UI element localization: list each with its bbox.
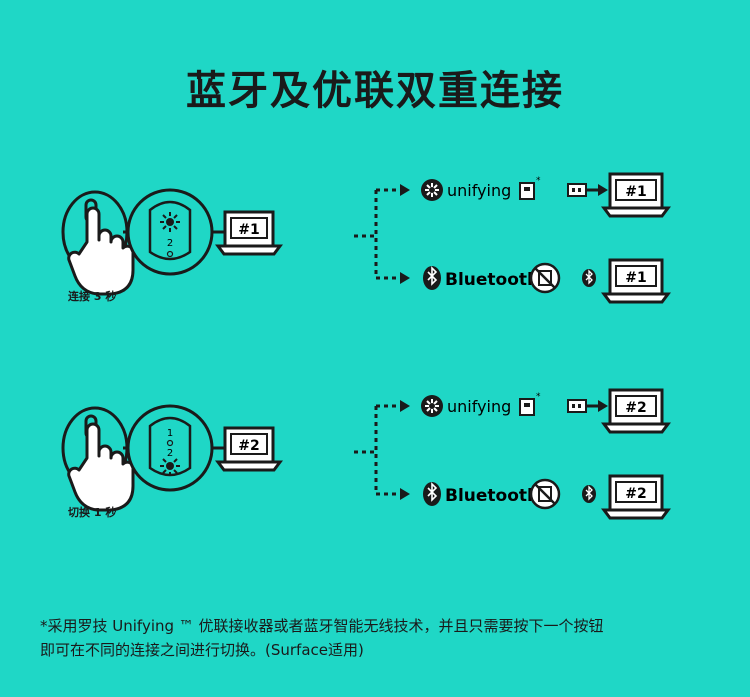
led-burst-icon	[160, 458, 180, 476]
led-number: 1	[167, 428, 173, 439]
hold-duration-caption: 连接 3 秒	[68, 290, 117, 303]
footnote-line: 即可在不同的连接之间进行切换。(Surface适用)	[40, 641, 364, 659]
bluetooth-label: Bluetooth	[445, 270, 539, 290]
laptop-icon: #1	[601, 258, 671, 304]
branch-arrows	[354, 188, 400, 280]
laptop-icon: #2	[215, 426, 283, 472]
target-computer-number: #1	[625, 184, 646, 200]
computer-number: #1	[238, 222, 259, 238]
laptop-icon: #2	[601, 388, 671, 434]
bluetooth-icon	[582, 269, 596, 287]
bluetooth-icon	[582, 485, 596, 503]
mouse-bottom-zoom: 1 2	[126, 404, 224, 492]
bluetooth-logo: Bluetooth	[423, 266, 539, 290]
hand-press-icon	[67, 422, 135, 512]
unifying-logo: unifying	[421, 179, 511, 201]
bluetooth-logo: Bluetooth	[423, 482, 539, 506]
receiver-icon: *	[519, 392, 541, 416]
receiver-icon: *	[519, 176, 541, 200]
footnote-line: *采用罗技 Unifying ™ 优联接收器或者蓝牙智能无线技术，并且只需要按下…	[40, 617, 604, 635]
laptop-icon: #1	[601, 172, 671, 218]
section-connect: 2 #1 unifying	[0, 170, 750, 360]
usb-receiver-icon	[567, 183, 608, 197]
branch-arrows	[354, 404, 400, 496]
unifying-label: unifying	[447, 397, 511, 416]
bluetooth-label: Bluetooth	[445, 486, 539, 506]
usb-receiver-icon	[567, 399, 608, 413]
mouse-bottom-zoom: 2	[126, 188, 224, 276]
led-burst-icon	[160, 212, 180, 232]
hold-duration-caption: 切换 1 秒	[68, 506, 117, 519]
unifying-logo: unifying	[421, 395, 511, 417]
no-receiver-icon	[529, 262, 561, 294]
target-computer-number: #2	[625, 486, 646, 502]
unifying-label: unifying	[447, 181, 511, 200]
section-switch: 1 2 #2	[0, 386, 750, 576]
section-switch-diagram: 1 2 #2	[61, 388, 671, 520]
led-number: 2	[167, 448, 173, 459]
computer-number: #2	[238, 438, 259, 454]
hand-press-icon	[67, 206, 135, 296]
target-computer-number: #2	[625, 400, 646, 416]
laptop-icon: #1	[215, 210, 283, 256]
footnote: *采用罗技 Unifying ™ 优联接收器或者蓝牙智能无线技术，并且只需要按下…	[40, 614, 720, 662]
svg-text:*: *	[536, 176, 541, 186]
no-receiver-icon	[529, 478, 561, 510]
page-title: 蓝牙及优联双重连接	[186, 68, 564, 114]
led-number: 2	[167, 238, 173, 249]
target-computer-number: #1	[625, 270, 646, 286]
svg-text:*: *	[536, 392, 541, 402]
section-connect-diagram: 2 #1 unifying	[61, 172, 671, 304]
laptop-icon: #2	[601, 474, 671, 520]
